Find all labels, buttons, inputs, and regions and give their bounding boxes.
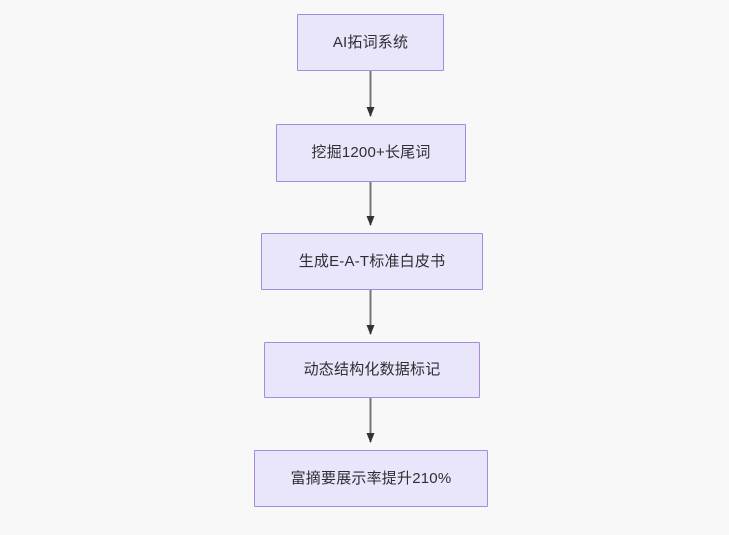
flowchart-node-label: 生成E-A-T标准白皮书: [298, 252, 446, 270]
flowchart-node-label: 动态结构化数据标记: [303, 361, 441, 378]
flowchart-node-label: 富摘要展示率提升210%: [290, 469, 452, 487]
flowchart-node-n1[interactable]: AI拓词系统: [297, 14, 444, 71]
flowchart-node-n3[interactable]: 生成E-A-T标准白皮书: [261, 233, 483, 290]
flowchart-node-label: AI拓词系统: [332, 33, 409, 51]
flowchart-node-n5[interactable]: 富摘要展示率提升210%: [254, 450, 488, 507]
flowchart-node-label: 挖掘1200+长尾词: [311, 144, 431, 161]
flowchart-node-n4[interactable]: 动态结构化数据标记: [264, 342, 480, 398]
flowchart-node-n2[interactable]: 挖掘1200+长尾词: [276, 124, 466, 182]
